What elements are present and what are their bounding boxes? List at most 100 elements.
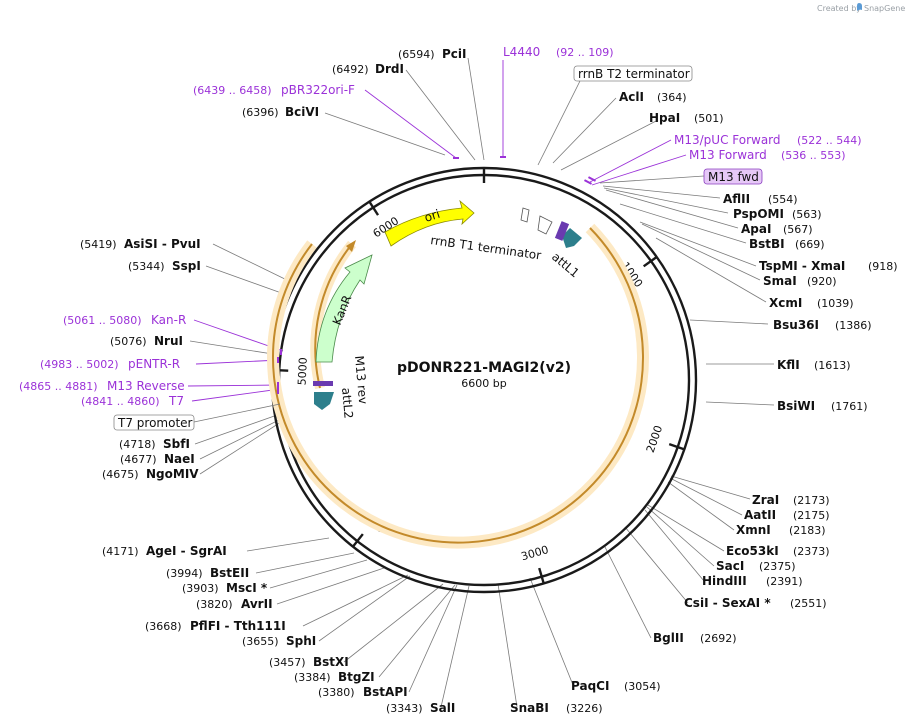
site-bsu36i[interactable]: Bsu36I(1386) <box>773 318 872 332</box>
svg-text:PaqCI: PaqCI <box>571 679 609 693</box>
boxed-label-m13-fwd[interactable]: M13 fwd <box>599 168 763 185</box>
site-kfli[interactable]: KflI(1613) <box>777 358 851 372</box>
svg-text:Eco53kI: Eco53kI <box>726 544 779 558</box>
svg-text:BstAPI: BstAPI <box>363 685 408 699</box>
site-pspomi[interactable]: PspOMI (563) <box>733 207 822 221</box>
svg-text:TspMI - XmaI: TspMI - XmaI <box>759 259 845 273</box>
svg-text:BtgZI: BtgZI <box>338 670 375 684</box>
site-pflfi-tth111i[interactable]: (3668) PflFI - Tth111I <box>145 619 286 633</box>
primer-kan-r[interactable]: (5061 .. 5080)Kan-R <box>63 313 186 327</box>
svg-text:(563): (563) <box>792 208 822 221</box>
tick-1000 <box>642 256 658 268</box>
primer-m13-forward[interactable]: M13 Forward(536 .. 553) <box>689 148 846 162</box>
feature-attl1[interactable] <box>554 221 582 248</box>
site-btgzi[interactable]: (3384)BtgZI <box>294 670 375 684</box>
site-bsteii[interactable]: (3994)BstEII <box>166 566 249 580</box>
site-sali[interactable]: (3343)SalI <box>386 701 455 715</box>
site-msci[interactable]: (3903)MscI * <box>182 581 268 595</box>
site-smai[interactable]: SmaI(920) <box>763 274 837 288</box>
svg-text:(3820): (3820) <box>196 598 233 611</box>
svg-text:(1761): (1761) <box>831 400 868 413</box>
tick-6000 <box>368 201 380 216</box>
feature-attl2[interactable] <box>313 381 334 410</box>
primer-pentr-r[interactable]: (4983 .. 5002)pENTR-R <box>40 357 180 371</box>
site-pcii[interactable]: (6594)PciI <box>398 47 467 61</box>
site-bstxi[interactable]: (3457)BstXI <box>269 655 349 669</box>
site-sspi[interactable]: (5344)SspI <box>128 259 201 273</box>
site-asisi-pvui[interactable]: (5419)AsiSI - PvuI <box>80 237 201 251</box>
svg-text:(918): (918) <box>868 260 898 273</box>
site-paqci[interactable]: PaqCI (3054) <box>571 679 661 693</box>
site-avrii[interactable]: (3820)AvrII <box>196 597 273 611</box>
svg-text:(3054): (3054) <box>624 680 661 693</box>
site-sbfi[interactable]: (4718)SbfI <box>119 437 190 451</box>
tick-label-3000: 3000 <box>520 543 551 563</box>
tick-label-2000: 2000 <box>644 424 665 455</box>
site-eco53ki[interactable]: Eco53kI (2373) <box>726 544 830 558</box>
site-snabi[interactable]: SnaBI(3226) <box>510 701 603 715</box>
feature-m13rev-label: M13 rev <box>352 355 370 405</box>
feature-ori-label: ori <box>423 207 442 225</box>
arc-arrowhead-icon <box>346 240 356 252</box>
svg-text:XmnI: XmnI <box>736 523 771 537</box>
boxed-label-rrnb-t2[interactable]: rrnB T2 terminator <box>537 65 693 166</box>
site-apai[interactable]: ApaI(567) <box>741 222 813 236</box>
svg-text:SacI: SacI <box>716 559 744 573</box>
site-xcmi[interactable]: XcmI (1039) <box>769 296 854 310</box>
feature-ori[interactable]: ori <box>384 199 475 247</box>
site-csii-sexai[interactable]: CsiI - SexAI *(2551) <box>684 596 827 610</box>
svg-text:pBR322ori-F: pBR322ori-F <box>281 83 355 97</box>
svg-text:(1039): (1039) <box>817 297 854 310</box>
primer-t7[interactable]: (4841 .. 4860)T7 <box>81 394 184 408</box>
site-drdi[interactable]: (6492)DrdI <box>332 62 404 76</box>
magi2-insert-arc <box>267 223 649 549</box>
site-naei[interactable]: (4677)NaeI <box>120 452 195 466</box>
primer-l4440[interactable]: L4440(92 .. 109) <box>503 45 614 59</box>
svg-text:XcmI: XcmI <box>769 296 802 310</box>
site-ngomiv[interactable]: (4675)NgoMIV <box>102 467 199 481</box>
svg-text:(2183): (2183) <box>789 524 826 537</box>
svg-text:Bsu36I: Bsu36I <box>773 318 819 332</box>
primer-pbr322ori-f[interactable]: (6439 .. 6458) pBR322ori-F <box>193 83 355 97</box>
boxed-label-t7-promoter-text: T7 promoter <box>117 416 193 430</box>
svg-text:(6594): (6594) <box>398 48 435 61</box>
site-zrai[interactable]: ZraI(2173) <box>752 493 830 507</box>
svg-text:PspOMI: PspOMI <box>733 207 784 221</box>
site-saci[interactable]: SacI(2375) <box>716 559 796 573</box>
site-tspmi-xmai[interactable]: TspMI - XmaI (918) <box>759 259 898 273</box>
m13-rev-primer-mark <box>313 381 333 386</box>
svg-text:SspI: SspI <box>172 259 201 273</box>
site-xmni[interactable]: XmnI (2183) <box>736 523 826 537</box>
site-bcivi[interactable]: (6396)BciVI <box>242 105 319 119</box>
primer-m13-reverse[interactable]: (4865 .. 4881)M13 Reverse <box>19 379 185 393</box>
svg-text:BsiWI: BsiWI <box>777 399 815 413</box>
svg-text:(3668): (3668) <box>145 620 182 633</box>
site-agei-sgrai[interactable]: (4171)AgeI - SgrAI <box>102 544 227 558</box>
svg-text:BglII: BglII <box>653 631 684 645</box>
boxed-label-t7-promoter[interactable]: T7 promoter <box>113 403 281 431</box>
site-hpai[interactable]: HpaI(501) <box>649 111 724 125</box>
svg-text:PflFI - Tth111I: PflFI - Tth111I <box>190 619 286 633</box>
site-sphi[interactable]: (3655)SphI <box>242 634 316 648</box>
site-bstapi[interactable]: (3380)BstAPI <box>318 685 408 699</box>
site-aflii[interactable]: AflII(554) <box>723 192 798 206</box>
site-drui[interactable]: (5076)NruI <box>110 334 183 348</box>
svg-text:(2373): (2373) <box>793 545 830 558</box>
svg-text:(4983 .. 5002): (4983 .. 5002) <box>40 358 119 371</box>
site-hindiii[interactable]: HindIII(2391) <box>702 574 803 588</box>
site-acli[interactable]: AclI(364) <box>619 90 687 104</box>
svg-text:KflI: KflI <box>777 358 800 372</box>
site-bglii[interactable]: BglII(2692) <box>653 631 737 645</box>
primer-m13-puc-forward[interactable]: M13/pUC Forward(522 .. 544) <box>674 133 862 147</box>
site-aatii[interactable]: AatII(2175) <box>744 508 830 522</box>
svg-text:(2173): (2173) <box>793 494 830 507</box>
tick-2000 <box>668 442 685 451</box>
svg-text:HindIII: HindIII <box>702 574 747 588</box>
svg-text:(669): (669) <box>795 238 825 251</box>
plasmid-name: pDONR221-MAGI2(v2) <box>397 360 571 376</box>
svg-text:NgoMIV: NgoMIV <box>146 467 199 481</box>
site-bstbi[interactable]: BstBI(669) <box>749 237 825 251</box>
site-bsiwi[interactable]: BsiWI (1761) <box>777 399 868 413</box>
svg-text:(6439 .. 6458): (6439 .. 6458) <box>193 84 272 97</box>
